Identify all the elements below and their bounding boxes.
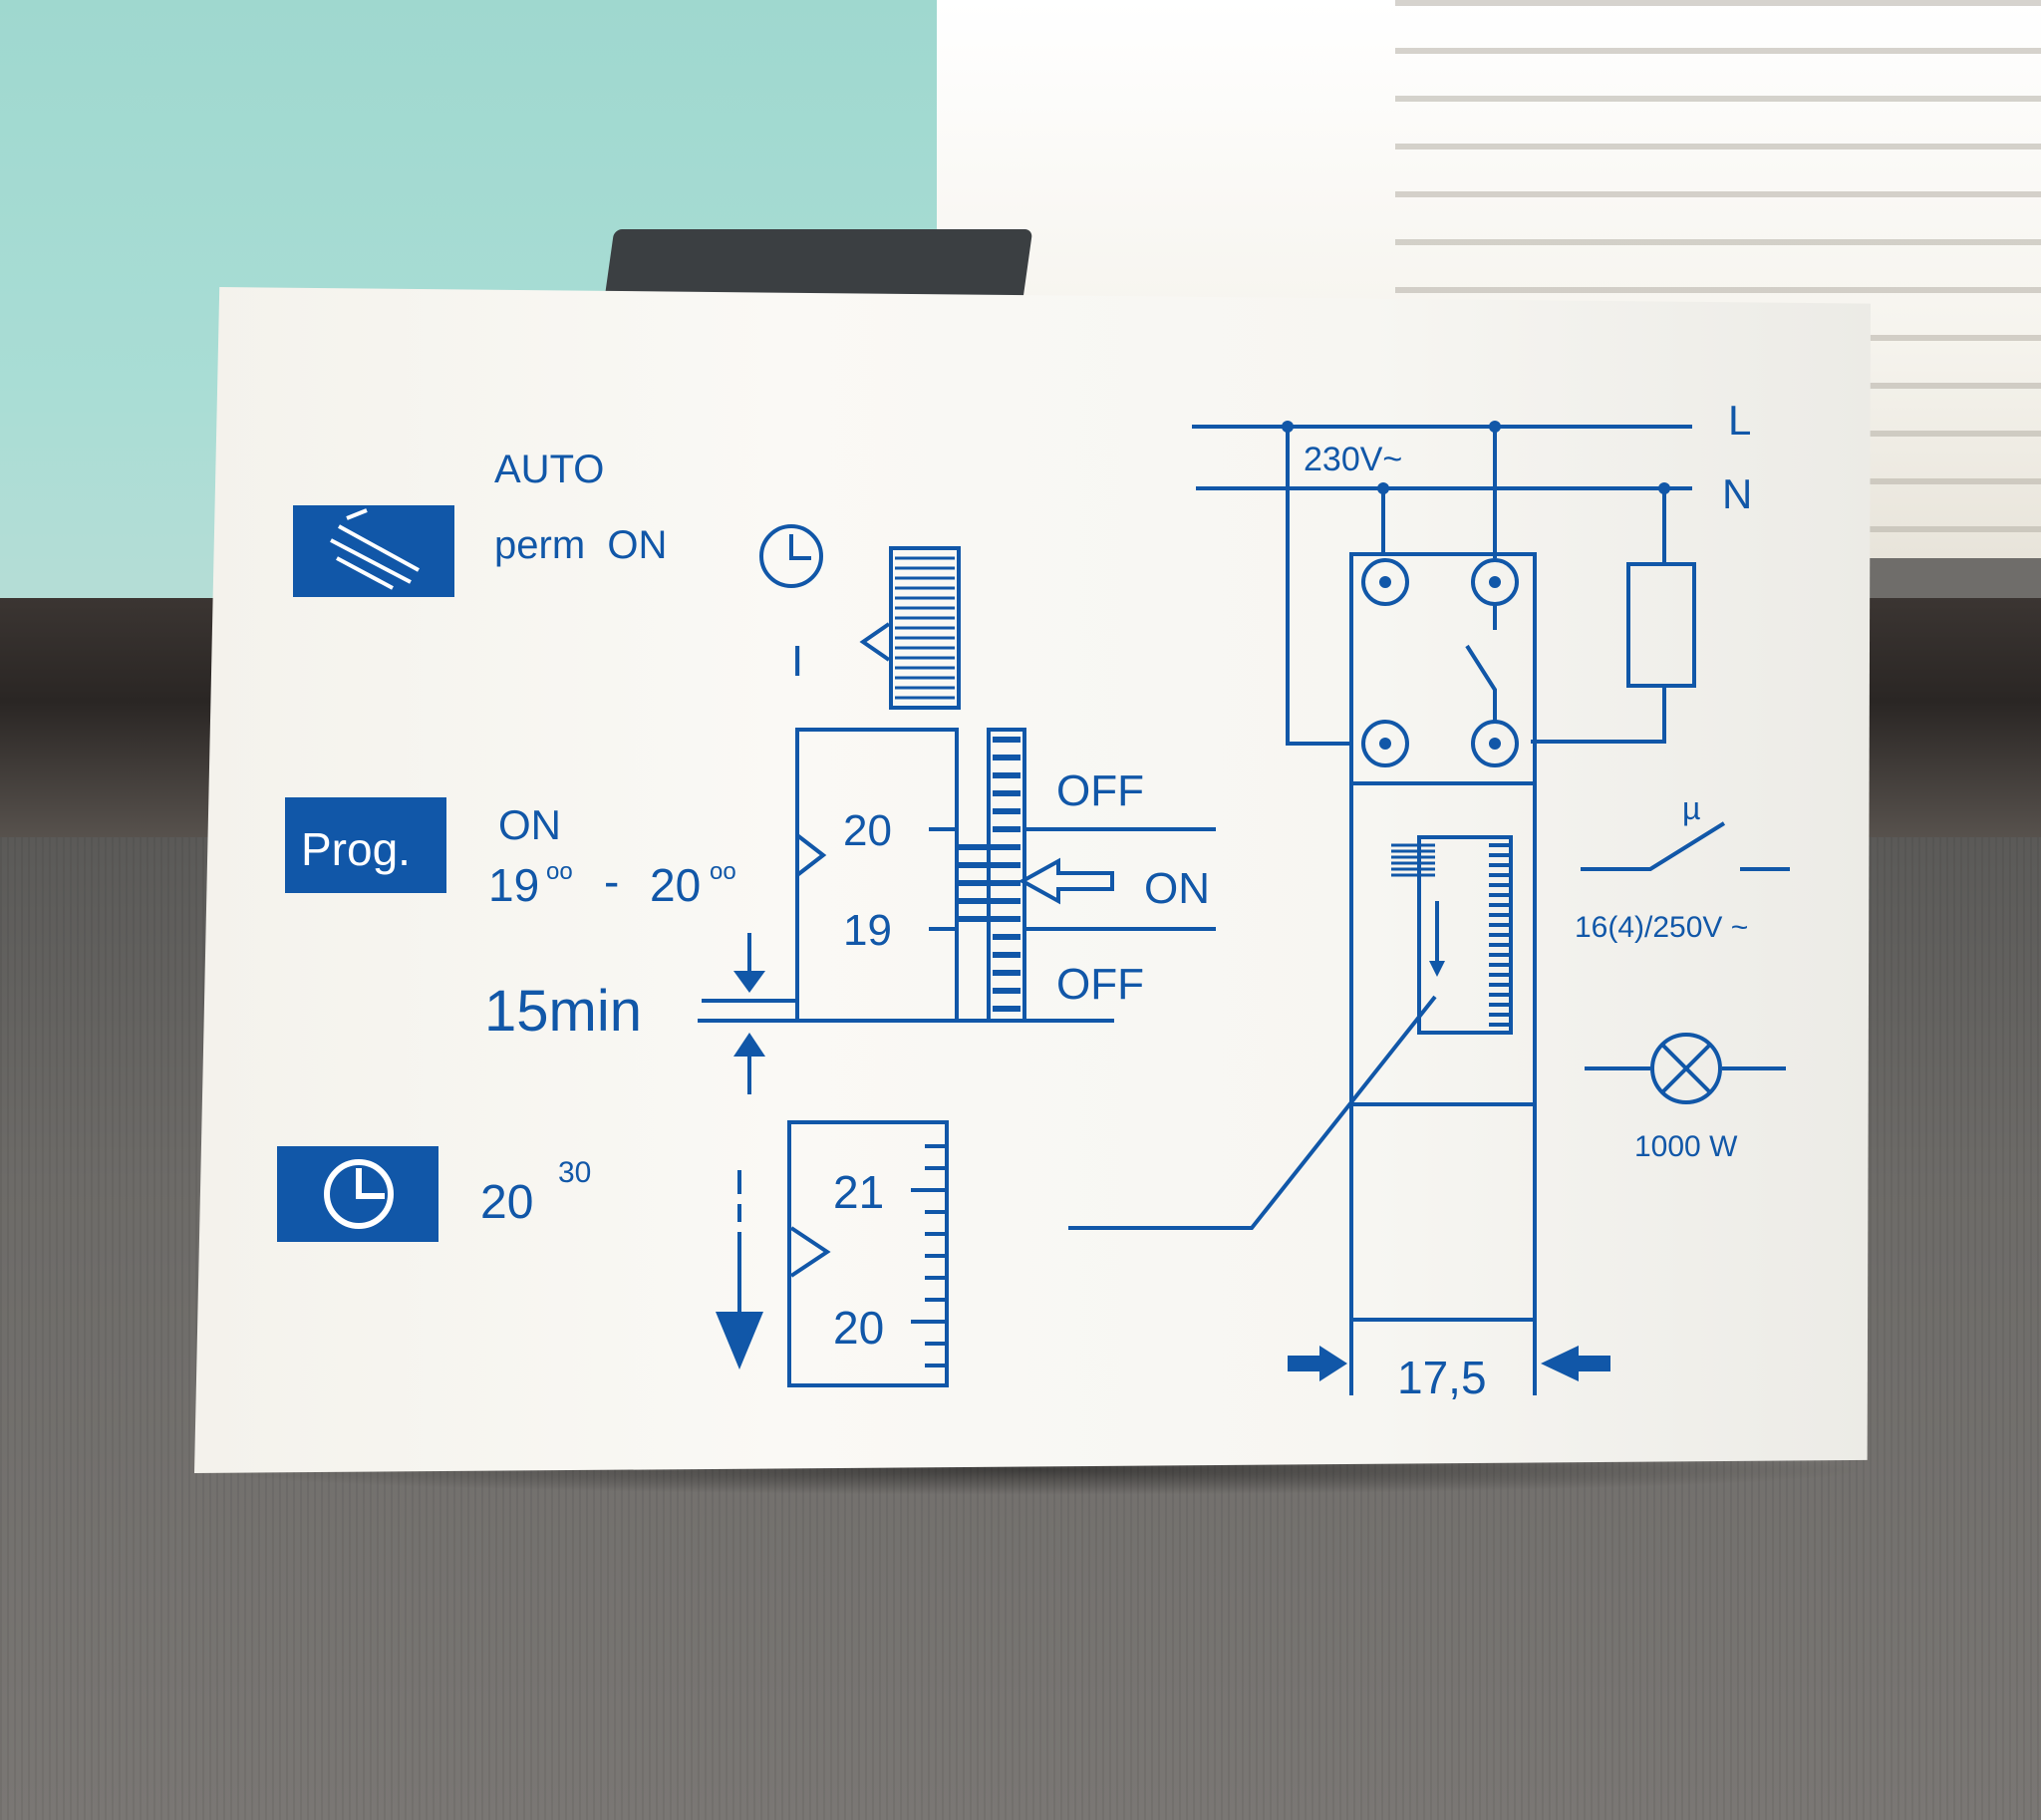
module-width: 17,5 bbox=[1397, 1352, 1487, 1403]
hand-icon-strokes bbox=[330, 508, 420, 590]
contact-mark: µ bbox=[1682, 790, 1700, 826]
interval-marker: 15min bbox=[484, 933, 797, 1094]
lamp-rating: 1000 W bbox=[1634, 1130, 1738, 1163]
knob-grip-lines bbox=[895, 556, 955, 700]
lamp-symbol: 1000 W bbox=[1585, 1033, 1786, 1163]
program-dial: 20 19 OFF ON OFF bbox=[698, 728, 1216, 1023]
line-l-label: L bbox=[1728, 397, 1751, 444]
clock-time-sup: 30 bbox=[558, 1156, 591, 1189]
small-clock-icon bbox=[759, 524, 823, 588]
set-dial-21: 21 bbox=[833, 1166, 884, 1218]
load-resistor bbox=[1626, 562, 1696, 688]
knob-mark-i: I bbox=[791, 637, 803, 686]
segment-off-bottom: OFF bbox=[1056, 960, 1144, 1009]
segment-off-top: OFF bbox=[1056, 766, 1144, 815]
switch-contact-symbol: µ 16(4)/250V ~ bbox=[1575, 790, 1790, 944]
contact-rating: 16(4)/250V ~ bbox=[1575, 911, 1748, 944]
set-dial: 21 20 bbox=[716, 1120, 949, 1387]
dial-tick-20: 20 bbox=[843, 806, 892, 855]
mode-manual: AUTO perm ON bbox=[293, 448, 823, 597]
supply-voltage: 230V~ bbox=[1304, 441, 1402, 478]
mode-prog: Prog. ON 19 oo - 20 oo bbox=[285, 797, 736, 911]
dial-tick-19: 19 bbox=[843, 906, 892, 955]
width-arrow-left-icon bbox=[1288, 1346, 1347, 1381]
set-dial-20: 20 bbox=[833, 1302, 884, 1354]
auto-label: AUTO bbox=[494, 448, 604, 491]
prog-time-start-sup: oo bbox=[546, 858, 573, 885]
prog-badge-label: Prog. bbox=[301, 823, 411, 875]
set-dial-ticks bbox=[911, 1144, 945, 1367]
on-arrow-icon bbox=[1018, 857, 1114, 905]
prog-on-label: ON bbox=[498, 801, 561, 848]
prog-badge bbox=[285, 797, 446, 893]
interval-label: 15min bbox=[484, 979, 642, 1044]
line-n-label: N bbox=[1722, 470, 1752, 517]
rotary-knob: I bbox=[791, 546, 961, 710]
product-box bbox=[194, 287, 1871, 1473]
segment-markers bbox=[959, 737, 1020, 1012]
prog-dash: - bbox=[604, 855, 619, 907]
wiring-diagram: L N 230V~ bbox=[1068, 397, 1790, 1403]
hand-icon bbox=[293, 505, 454, 597]
down-arrow-icon bbox=[716, 1312, 763, 1369]
prog-time-end-sup: oo bbox=[710, 858, 736, 885]
width-arrow-right-icon bbox=[1541, 1346, 1610, 1381]
mode-clock: 20 30 bbox=[277, 1146, 591, 1242]
segment-on: ON bbox=[1144, 864, 1210, 913]
prog-time-start: 19 bbox=[488, 859, 539, 911]
clock-time: 20 bbox=[480, 1176, 533, 1229]
prog-time-end: 20 bbox=[650, 859, 701, 911]
module-dial-window bbox=[1391, 835, 1513, 1035]
timer-module bbox=[1349, 552, 1537, 1322]
perm-on-label: perm ON bbox=[494, 523, 667, 567]
